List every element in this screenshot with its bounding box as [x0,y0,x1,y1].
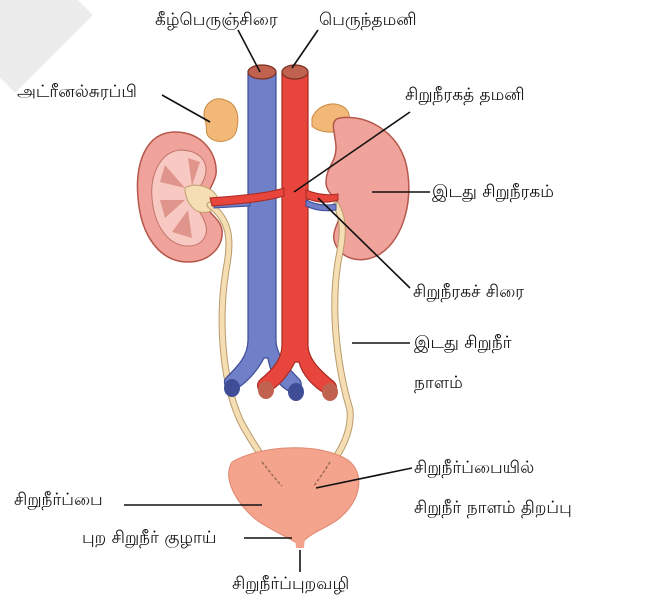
label-urethra-outer: புற சிறுநீர் குழாய் [82,528,216,548]
label-ureter-opening-line1: சிறுநீர்ப்பையில் [414,458,534,478]
label-urethra: சிறுநீர்ப்புறவழி [232,574,349,594]
urethra-tube [294,528,306,548]
label-ureter-opening-line2: சிறுநீர் நாளம் திறப்பு [414,498,572,518]
urinary-bladder [229,448,359,546]
label-adrenal-gland: அட்ரீனல்சுரப்பி [17,82,137,102]
left-iliac-artery-end [322,383,338,401]
label-bladder: சிறுநீர்ப்பை [14,490,103,510]
label-left-ureter-line2: நாளம் [414,373,463,393]
label-renal-vein: சிறுநீரகச் சிரை [413,282,524,302]
label-inferior-vena-cava: கீழ்பெருஞ்சிரை [155,10,278,30]
right-iliac-vein-end [224,379,240,397]
label-aorta: பெருந்தமனி [319,10,417,30]
right-iliac-artery-end [258,381,274,399]
label-left-kidney: இடது சிறுநீரகம் [432,182,554,202]
right-adrenal-gland [204,99,238,142]
label-left-ureter-line1: இடது சிறுநீர் [414,333,512,353]
label-renal-artery: சிறுநீரகத் தமனி [405,85,525,105]
left-iliac-vein-end [288,383,304,401]
